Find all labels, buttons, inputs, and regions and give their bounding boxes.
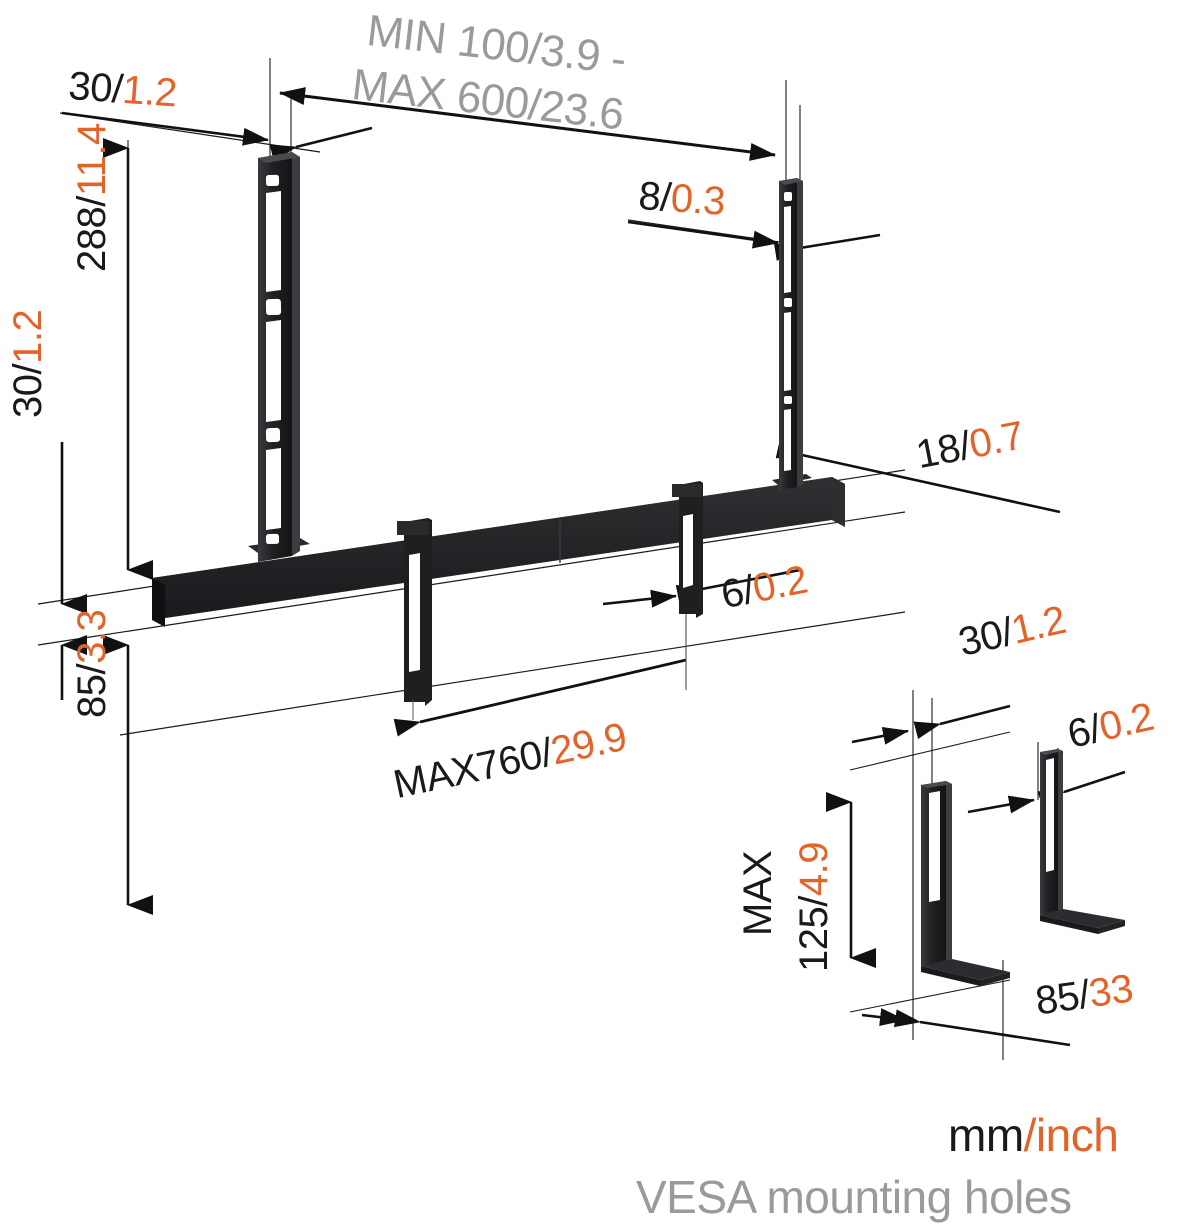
dim-label-detail-bracket-height-prefix: MAX	[736, 850, 780, 936]
witness-lines	[37, 112, 906, 736]
dim-label-right-strut-width: 8/0.3	[637, 174, 727, 224]
legend-units: mm/inch	[948, 1109, 1119, 1161]
dim-label-hook-drop: 85/3.3	[70, 609, 114, 718]
dim-label-detail-bracket-height: 125/4.9	[792, 842, 836, 972]
vertical-strut-left	[248, 152, 310, 562]
main-horizontal-bar	[152, 477, 845, 627]
dim-top-left-width	[61, 111, 373, 162]
dim-detail-bracket-thickness	[967, 770, 1126, 814]
dim-label-bar-thickness: 30/1.2	[6, 309, 50, 418]
dim-right-strut-width	[627, 220, 881, 261]
dim-detail-bracket-width	[851, 704, 1011, 745]
legend-vesa-note: VESA mounting holes	[636, 1171, 1072, 1223]
hook-tab-right	[672, 481, 703, 690]
dim-bar-max-width	[393, 658, 687, 737]
dim-label-top-left-width: 30/1.2	[67, 64, 179, 116]
hook-tab-left	[397, 518, 432, 720]
vertical-strut-right	[772, 178, 812, 490]
dim-label-strut-height: 288/11.4	[70, 123, 114, 272]
main-assembly	[37, 58, 1061, 915]
detail-bracket-group	[826, 690, 1126, 1060]
dim-vesa-range	[279, 87, 776, 161]
leader-lines	[269, 58, 801, 700]
dim-hook-width	[602, 568, 801, 608]
detail-bracket-b	[1040, 749, 1125, 934]
detail-bracket-a	[921, 781, 1010, 986]
dim-detail-bracket-depth	[861, 1008, 1071, 1047]
dim-bar-depth	[775, 440, 1061, 514]
